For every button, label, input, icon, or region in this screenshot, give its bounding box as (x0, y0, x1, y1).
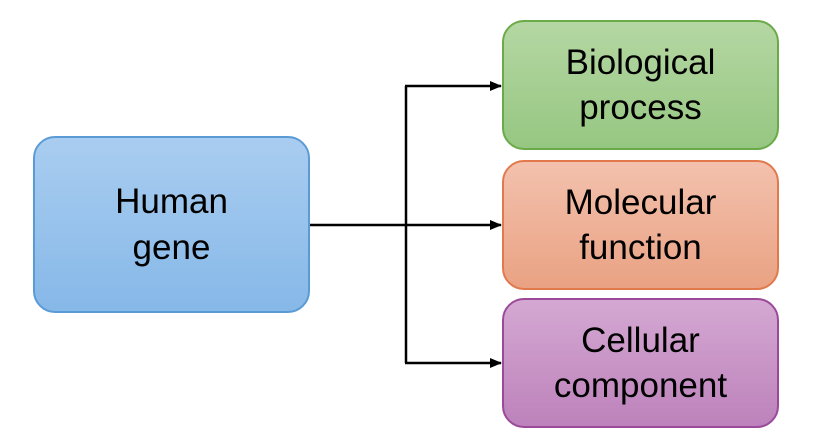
human-gene-node: Human gene (33, 136, 310, 313)
molecular-function-label: Molecular function (564, 182, 717, 268)
biological-process-label: Biological process (565, 42, 716, 128)
molecular-function-node: Molecular function (502, 160, 779, 290)
cellular-component-label: Cellular component (553, 320, 728, 406)
human-gene-label: Human gene (115, 182, 228, 267)
biological-process-node: Biological process (502, 20, 779, 150)
cellular-component-node: Cellular component (502, 298, 779, 428)
